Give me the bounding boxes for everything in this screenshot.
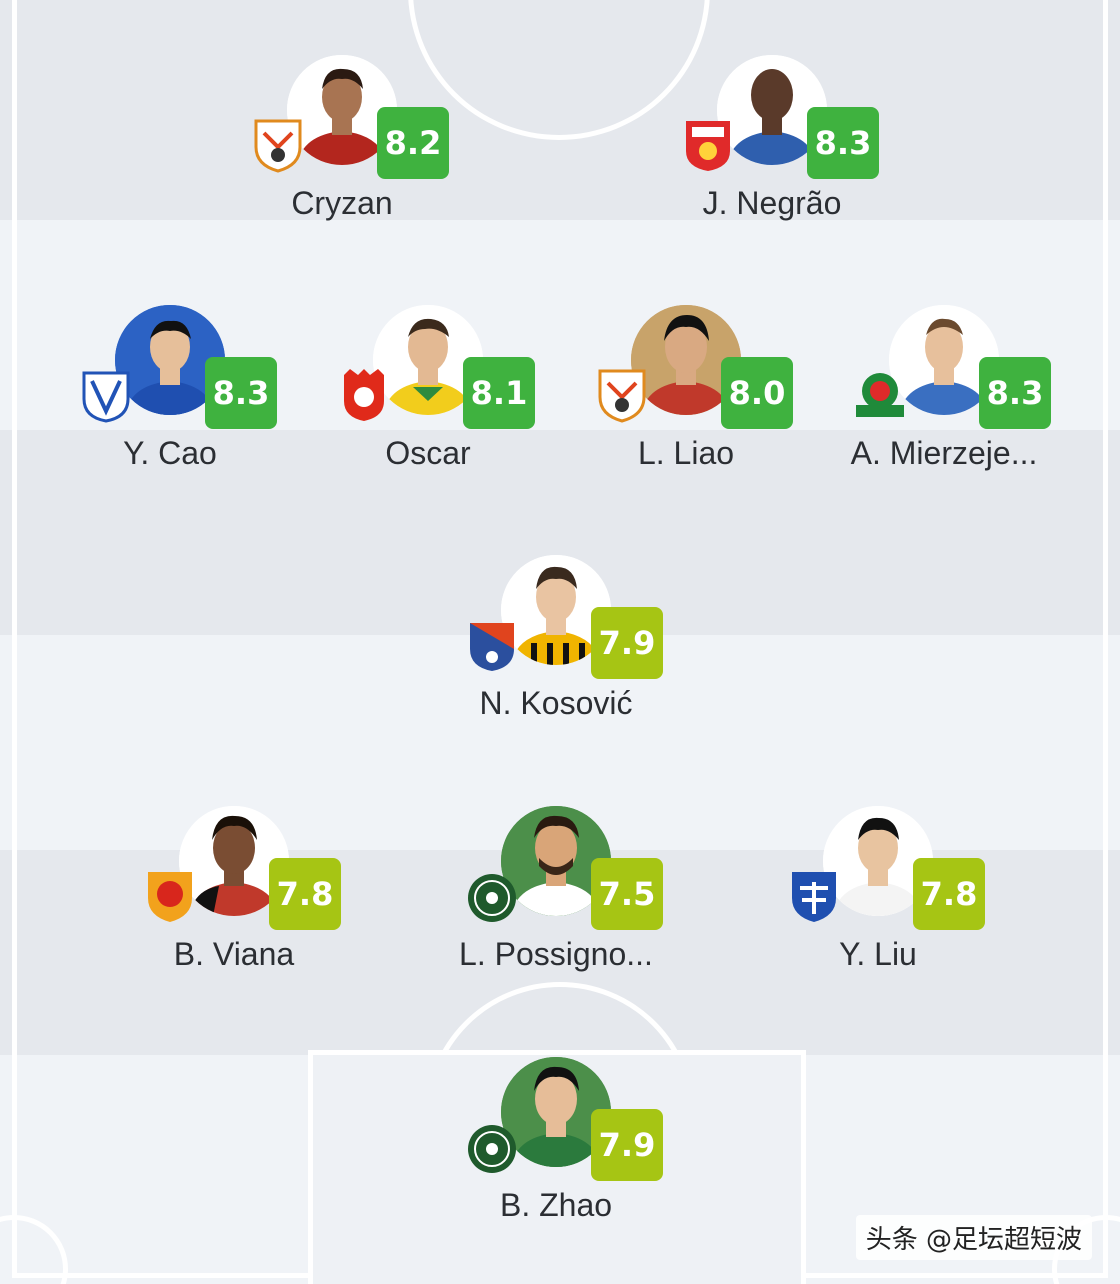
jersey	[899, 381, 989, 415]
player-card-cryzan[interactable]: 8.2 Cryzan	[212, 55, 472, 255]
rating-badge: 8.3	[807, 107, 879, 179]
player-card-negrao[interactable]: 8.3 J. Negrão	[642, 55, 902, 255]
penalty-box	[308, 1050, 806, 1284]
player-name: N. Kosović	[479, 685, 633, 721]
wuhan-three-towns-badge-icon	[144, 868, 196, 924]
player-name: Cryzan	[291, 185, 393, 221]
player-name: Y. Liu	[839, 936, 917, 972]
player-photo	[501, 1057, 611, 1167]
player-name: L. Liao	[637, 435, 735, 471]
player-name: Y. Cao	[123, 435, 217, 471]
jersey	[297, 131, 387, 165]
jersey	[511, 882, 601, 916]
player-card-b-zhao[interactable]: 7.9 B. Zhao	[426, 1057, 686, 1257]
player-name: J. Negrão	[702, 185, 842, 221]
jersey	[125, 381, 215, 415]
jersey	[511, 1133, 601, 1167]
player-card-n-kosovic[interactable]: 7.9 N. Kosović	[426, 555, 686, 755]
player-card-a-mierzejewski[interactable]: 8.3 A. Mierzeje...	[814, 305, 1074, 505]
chengdu-rongcheng-badge-icon	[466, 1119, 518, 1175]
player-name: Oscar	[385, 435, 471, 471]
shanghai-shenhua-badge-icon	[80, 367, 132, 423]
player-name: L. Possigno...	[459, 936, 653, 972]
player-card-l-liao[interactable]: 8.0 L. Liao	[556, 305, 816, 505]
player-card-y-liu[interactable]: 7.8 Y. Liu	[748, 806, 1008, 1006]
rating-badge: 7.9	[591, 607, 663, 679]
zhejiang-badge-icon	[854, 367, 906, 423]
jersey	[727, 131, 817, 165]
rating-badge: 7.8	[269, 858, 341, 930]
meizhou-hakka-badge-icon	[466, 617, 518, 673]
rating-badge: 8.3	[979, 357, 1051, 429]
jersey	[833, 882, 923, 916]
shandong-taishan-badge-icon	[252, 117, 304, 173]
player-card-b-viana[interactable]: 7.8 B. Viana	[104, 806, 364, 1006]
rating-badge: 7.8	[913, 858, 985, 930]
player-card-l-possignolo[interactable]: 7.5 L. Possigno...	[426, 806, 686, 1006]
tianjin-jinmen-tiger-badge-icon	[788, 868, 840, 924]
chengdu-rongcheng-badge-icon	[466, 868, 518, 924]
watermark: 头条 @足坛超短波	[855, 1215, 1092, 1260]
rating-badge: 7.5	[591, 858, 663, 930]
shandong-taishan-badge-icon	[596, 367, 648, 423]
rating-badge: 7.9	[591, 1109, 663, 1181]
player-card-y-cao[interactable]: 8.3 Y. Cao	[40, 305, 300, 505]
rating-badge: 8.0	[721, 357, 793, 429]
rating-badge: 8.1	[463, 357, 535, 429]
shanghai-port-badge-icon	[338, 367, 390, 423]
player-card-oscar[interactable]: 8.1 Oscar	[298, 305, 558, 505]
player-name: B. Viana	[173, 936, 295, 972]
rating-badge: 8.2	[377, 107, 449, 179]
player-name: B. Zhao	[499, 1187, 613, 1223]
player-name: A. Mierzeje...	[850, 435, 1038, 471]
rating-badge: 8.3	[205, 357, 277, 429]
changchun-yatai-badge-icon	[682, 117, 734, 173]
jersey	[641, 381, 731, 415]
